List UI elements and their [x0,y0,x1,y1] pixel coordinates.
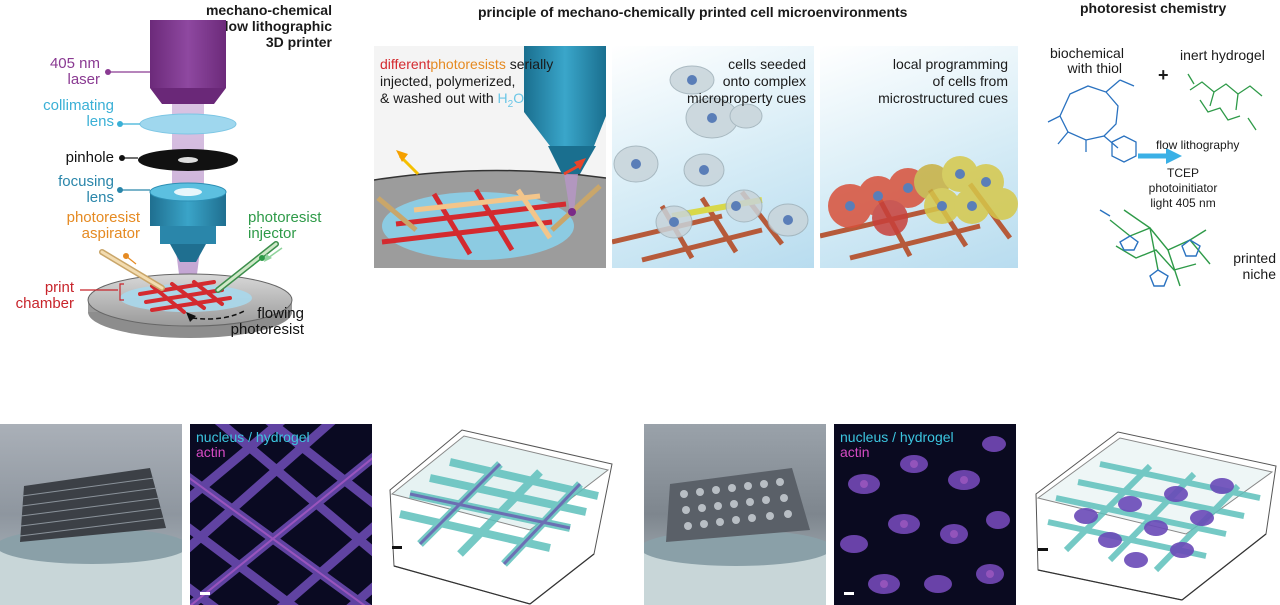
photo-printed-gel-2 [644,424,826,605]
panel-printing: differentphotoresists serially injected,… [374,46,606,268]
label-pinhole: pinhole [65,149,114,166]
render-3d-grid-1 [380,424,622,605]
printer-title: mechano-chemical flow lithographic 3D pr… [205,2,332,50]
chemistry-diagram [1047,73,1263,287]
chem-plus: + [1158,65,1169,85]
chem-inert-label: inert hydrogel [1180,47,1265,63]
panel-printing-caption: differentphotoresists serially injected,… [380,56,554,110]
panel-local-programming-caption: local programming of cells from microstr… [878,56,1008,106]
panel-cells-seeded: cells seeded onto complex microproperty … [612,46,814,268]
laser-body [150,20,226,88]
micrograph-confocal-1: nucleus / hydrogel actin [190,424,372,605]
chem-biochemical-label: biochemical with thiol [1050,45,1124,76]
panel-cells-seeded-caption: cells seeded onto complex microproperty … [686,56,806,106]
micrograph-confocal-2: nucleus / hydrogel actin [834,424,1016,605]
chem-tcep: TCEP photoinitiator light 405 nm [1148,166,1218,210]
micro-legend-2: nucleus / hydrogel actin [840,429,954,460]
micro-legend-1: nucleus / hydrogel actin [196,429,310,460]
principle-title: principle of mechano-chemically printed … [478,4,908,20]
collimating-lens [139,113,237,135]
chem-flow-label: flow lithography [1156,138,1240,152]
panel-local-programming: local programming of cells from microstr… [820,46,1018,268]
printer-schematic [80,20,293,338]
photo-printed-gel-1 [0,424,182,605]
chem-printed-niche: printed niche [1233,250,1276,282]
render-3d-grid-2 [1026,424,1280,605]
chemistry-title: photoresist chemistry [1080,0,1227,16]
